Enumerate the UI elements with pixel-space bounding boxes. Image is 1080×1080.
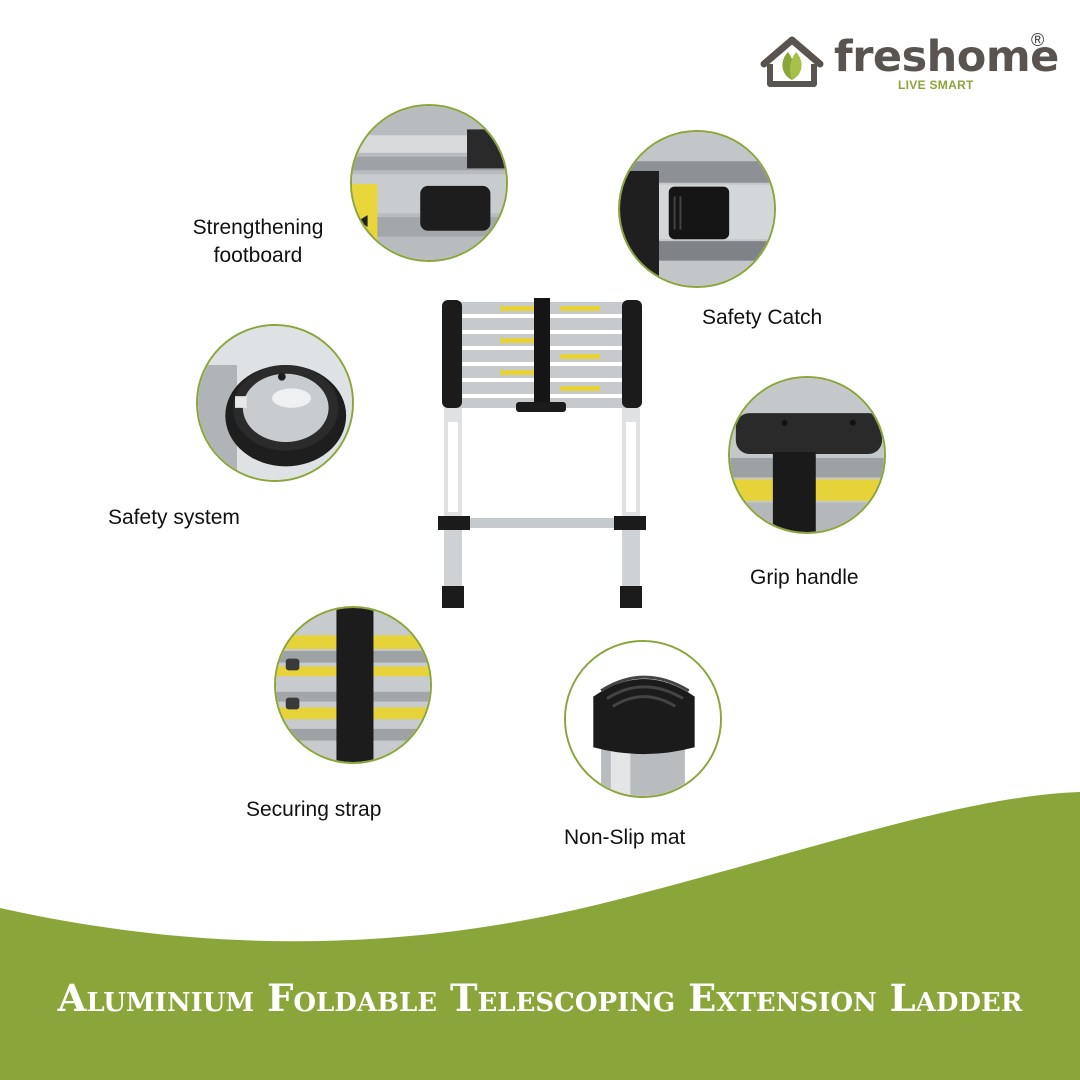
label-safety-system: Safety system	[108, 506, 240, 529]
strap-closeup-image	[274, 606, 432, 764]
footboard-closeup-image	[350, 104, 508, 262]
ladder-strap	[534, 298, 550, 402]
brand-logo: freshome ® LIVE SMART	[758, 30, 1059, 100]
label-securing-strap: Securing strap	[246, 798, 382, 821]
label-safety-catch: Safety Catch	[702, 306, 823, 329]
catch-closeup-image	[618, 130, 776, 288]
ladder-product-image	[438, 298, 646, 608]
brand-name: freshome	[834, 32, 1059, 82]
label-strengthening-footboard: Strengthening footboard	[192, 216, 324, 267]
registered-mark: ®	[1031, 30, 1045, 50]
cap-closeup-image	[196, 324, 354, 482]
handle-closeup-image	[728, 376, 886, 534]
brand-tagline: LIVE SMART	[898, 78, 974, 92]
ladder-end-caps	[442, 300, 642, 408]
bottom-wave	[0, 792, 1080, 1080]
ladder-legs	[438, 408, 646, 608]
foot-closeup-image	[564, 640, 722, 798]
product-title: Aluminium Foldable Telescoping Extension…	[57, 976, 1023, 1020]
label-non-slip-mat: Non-Slip mat	[564, 826, 686, 849]
label-grip-handle: Grip handle	[750, 566, 859, 589]
house-leaf-icon	[760, 36, 824, 87]
